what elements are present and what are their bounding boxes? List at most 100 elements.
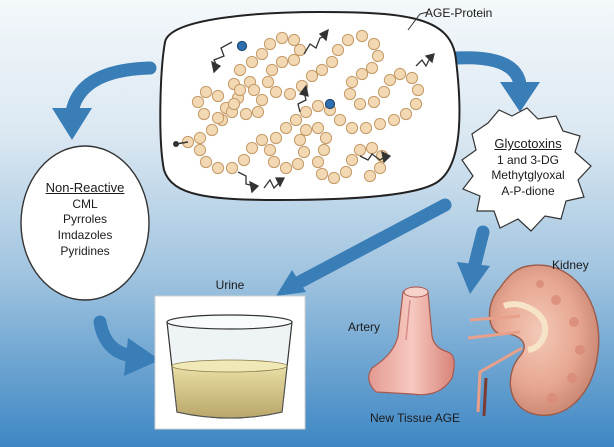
glycotoxins-item: A-P-dione	[501, 184, 555, 199]
non-reactive-item: Imdazoles	[57, 228, 113, 243]
protein-bead	[193, 131, 207, 145]
kidney-label: Kidney	[552, 258, 589, 272]
protein-bead	[353, 143, 367, 157]
protein-bead	[387, 113, 401, 127]
protein-bead	[327, 171, 341, 185]
protein-bead	[305, 69, 319, 83]
protein-bead	[367, 95, 381, 109]
protein-bead	[279, 121, 293, 135]
protein-bead	[377, 85, 391, 99]
protein-bead	[233, 63, 247, 77]
glycation-squiggles	[175, 28, 435, 194]
protein-panel	[159, 10, 461, 202]
protein-label: AGE-Protein	[425, 6, 493, 20]
protein-bead	[199, 85, 213, 99]
arrow-nonreactive-to-urine	[93, 315, 160, 376]
protein-bead	[269, 85, 283, 99]
protein-bead	[331, 43, 345, 57]
protein-bead	[353, 97, 367, 111]
protein-bead	[237, 153, 251, 167]
protein-bead	[293, 43, 307, 57]
chain-end-marker	[173, 141, 179, 147]
protein-bead	[255, 133, 269, 147]
glycotoxins-text: Glycotoxins 1 and 3-DG Methytglyoxal A-P…	[466, 136, 590, 200]
protein-bead	[191, 95, 205, 109]
glycotoxins-title: Glycotoxins	[494, 136, 562, 151]
protein-bead	[199, 155, 213, 169]
artery-illustration	[368, 286, 455, 396]
protein-bead	[261, 75, 275, 89]
arrow-glycotoxins-to-tissue	[457, 225, 490, 294]
protein-bead	[293, 133, 307, 147]
urine-label: Urine	[215, 278, 245, 292]
protein-bead	[227, 97, 241, 111]
arrow-protein-to-nonreactive	[52, 61, 157, 140]
protein-bead	[239, 107, 253, 121]
protein-bead	[205, 123, 219, 137]
protein-bead	[269, 131, 283, 145]
protein-bead	[211, 161, 225, 175]
protein-bead	[345, 75, 359, 89]
protein-bead	[311, 155, 325, 169]
protein-bead	[311, 99, 325, 113]
protein-bead	[245, 55, 259, 69]
protein-bead	[197, 107, 211, 121]
protein-chain	[181, 29, 425, 185]
arrow-protein-to-glycotoxins	[449, 51, 540, 112]
protein-bead	[255, 47, 269, 61]
protein-bead	[315, 167, 329, 181]
protein-bead	[233, 83, 247, 97]
protein-bead	[255, 93, 269, 107]
artery-label: Artery	[348, 320, 381, 334]
protein-bead	[265, 63, 279, 77]
protein-bead	[399, 107, 413, 121]
protein-bead	[211, 89, 225, 103]
protein-bead	[373, 161, 387, 175]
protein-bead	[245, 141, 259, 155]
protein-bead	[275, 31, 289, 45]
glycotoxins-item: Methytglyoxal	[491, 168, 565, 183]
protein-bead	[325, 55, 339, 69]
protein-bead	[283, 87, 297, 101]
protein-bead	[225, 161, 239, 175]
protein-label-leader	[407, 11, 429, 31]
protein-bead	[291, 157, 305, 171]
protein-bead	[317, 143, 331, 157]
protein-bead	[251, 105, 265, 119]
protein-bead	[297, 145, 311, 159]
kidney-illustration	[467, 264, 600, 417]
protein-bead	[287, 53, 301, 67]
protein-bead	[373, 117, 387, 131]
protein-bead	[315, 63, 329, 77]
protein-bead	[363, 169, 377, 183]
glycotoxins-item: 1 and 3-DG	[496, 152, 560, 167]
protein-bead	[341, 33, 355, 47]
protein-bead	[343, 87, 357, 101]
protein-bead	[383, 73, 397, 87]
urine-cup	[154, 295, 306, 430]
protein-bead	[359, 121, 373, 135]
glycated-bead	[236, 40, 248, 52]
protein-bead	[371, 49, 385, 63]
protein-bead	[263, 143, 277, 157]
protein-bead	[279, 161, 293, 175]
protein-bead	[409, 97, 423, 111]
protein-bead	[299, 123, 313, 137]
non-reactive-text: Non-Reactive CML Pyrroles Imdazoles Pyri…	[21, 180, 149, 259]
protein-bead	[393, 67, 407, 81]
glycated-bead	[324, 98, 336, 110]
protein-bead	[263, 37, 277, 51]
protein-bead	[211, 111, 225, 125]
protein-bead	[319, 131, 333, 145]
protein-bead	[275, 55, 289, 69]
protein-bead	[355, 67, 369, 81]
protein-bead	[287, 33, 301, 47]
non-reactive-item: CML	[72, 196, 98, 211]
protein-bead	[365, 141, 379, 155]
protein-bead	[267, 155, 281, 169]
protein-bead	[333, 113, 347, 127]
non-reactive-title: Non-Reactive	[45, 180, 125, 195]
protein-bead	[299, 105, 313, 119]
protein-bead	[411, 83, 425, 97]
protein-bead	[355, 29, 369, 43]
